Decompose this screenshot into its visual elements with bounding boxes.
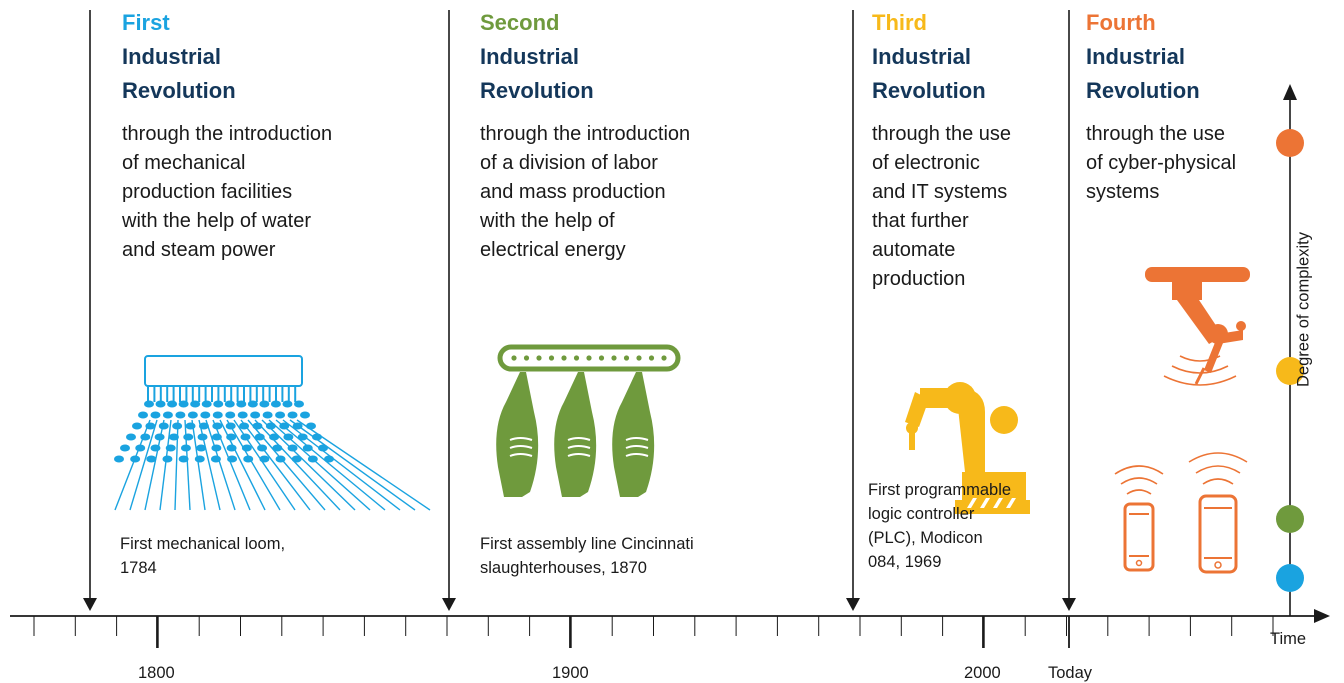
time-axis bbox=[10, 609, 1330, 648]
today-label: Today bbox=[1048, 664, 1093, 682]
revolution-ordinal: Second bbox=[480, 10, 560, 35]
y-axis-title: Degree of complexity bbox=[1294, 232, 1313, 387]
complexity-axis bbox=[1276, 84, 1304, 616]
caption-line: 084, 1969 bbox=[868, 553, 942, 571]
slaughterhouse-conveyor-icon bbox=[496, 344, 681, 497]
complexity-dot-third bbox=[1276, 357, 1304, 385]
revolution-column-first: First Industrial Revolution through the … bbox=[122, 6, 412, 265]
caption-line: First assembly line Cincinnati bbox=[480, 535, 694, 553]
revolution-column-third: Third Industrial Revolution through the … bbox=[872, 6, 1062, 294]
complexity-dot-first bbox=[1276, 564, 1304, 592]
desc-line: automate bbox=[872, 239, 956, 261]
revolution-title: Industrial bbox=[480, 44, 580, 69]
revolution-column-second: Second Industrial Revolution through the… bbox=[480, 6, 780, 265]
desc-line: of mechanical bbox=[122, 152, 246, 174]
desc-line: that further bbox=[872, 210, 969, 232]
caption-line: slaughterhouses, 1870 bbox=[480, 559, 647, 577]
desc-line: systems bbox=[1086, 181, 1160, 203]
loom-icon bbox=[114, 355, 431, 511]
revolution-description: through the use of electronic and IT sys… bbox=[872, 120, 1062, 294]
caption-second: First assembly line Cincinnati slaughter… bbox=[480, 532, 694, 580]
revolution-title: Revolution bbox=[1086, 78, 1200, 103]
cyber-robot-icon bbox=[1145, 267, 1250, 386]
revolution-ordinal: Fourth bbox=[1086, 10, 1156, 35]
caption-line: First programmable bbox=[868, 481, 1012, 499]
desc-line: production facilities bbox=[122, 181, 293, 203]
desc-line: production bbox=[872, 268, 966, 290]
desc-line: and mass production bbox=[480, 181, 666, 203]
revolution-description: through the introduction of a division o… bbox=[480, 120, 780, 265]
caption-line: logic controller bbox=[868, 505, 975, 523]
desc-line: of a division of labor bbox=[480, 152, 658, 174]
smartphone-icon bbox=[1114, 452, 1248, 574]
revolution-description: through the use of cyber-physical system… bbox=[1086, 120, 1276, 207]
desc-line: through the use bbox=[872, 123, 1011, 145]
revolution-description: through the introduction of mechanical p… bbox=[122, 120, 412, 265]
desc-line: and IT systems bbox=[872, 181, 1008, 203]
caption-third: First programmable logic controller (PLC… bbox=[868, 478, 1011, 574]
caption-line: (PLC), Modicon bbox=[868, 529, 983, 547]
desc-line: of electronic bbox=[872, 152, 980, 174]
revolution-column-fourth: Fourth Industrial Revolution through the… bbox=[1086, 6, 1276, 207]
revolution-title: Industrial bbox=[122, 44, 222, 69]
desc-line: through the introduction bbox=[122, 123, 333, 145]
revolution-ordinal: Third bbox=[872, 10, 927, 35]
axis-ticks bbox=[33, 616, 1274, 648]
desc-line: with the help of water bbox=[122, 210, 311, 232]
desc-line: of cyber-physical bbox=[1086, 152, 1237, 174]
revolution-markers bbox=[83, 10, 1076, 611]
revolution-ordinal: First bbox=[122, 10, 170, 35]
revolution-title: Revolution bbox=[872, 78, 986, 103]
caption-first: First mechanical loom, 1784 bbox=[120, 532, 285, 580]
complexity-dot-fourth bbox=[1276, 129, 1304, 157]
caption-line: 1784 bbox=[120, 559, 157, 577]
complexity-dot-second bbox=[1276, 505, 1304, 533]
revolution-title: Revolution bbox=[480, 78, 594, 103]
robot-arm-icon bbox=[905, 382, 1030, 514]
caption-line: First mechanical loom, bbox=[120, 535, 286, 553]
year-label-2000: 2000 bbox=[964, 664, 1001, 682]
desc-line: through the use bbox=[1086, 123, 1225, 145]
year-label-1800: 1800 bbox=[138, 664, 175, 682]
year-label-1900: 1900 bbox=[552, 664, 589, 682]
revolution-title: Industrial bbox=[1086, 44, 1186, 69]
desc-line: with the help of bbox=[480, 210, 615, 232]
desc-line: electrical energy bbox=[480, 239, 626, 261]
desc-line: through the introduction bbox=[480, 123, 691, 145]
revolution-title: Revolution bbox=[122, 78, 236, 103]
x-axis-title: Time bbox=[1270, 630, 1307, 648]
revolution-title: Industrial bbox=[872, 44, 972, 69]
desc-line: and steam power bbox=[122, 239, 276, 261]
